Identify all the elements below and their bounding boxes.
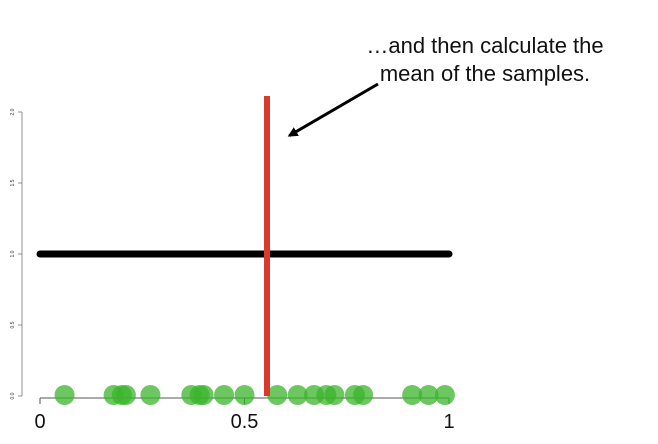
sample-point-14: [324, 385, 345, 405]
sample-point-19: [434, 385, 455, 405]
annotation-line-2: mean of the samples.: [379, 61, 591, 86]
sample-point-0: [54, 385, 75, 405]
x-tick-label-2: 1: [443, 411, 454, 433]
sample-point-10: [267, 385, 288, 405]
y-tick-label-4: 2.0: [10, 108, 16, 115]
y-tick-label-3: 1.5: [10, 179, 16, 186]
sample-point-7: [193, 385, 214, 405]
annotation-arrow: [287, 82, 379, 137]
y-tick-label-2: 1.0: [10, 250, 16, 257]
annotation-text: …and then calculate the mean of the samp…: [330, 32, 640, 88]
sample-point-17: [402, 385, 423, 405]
annotation-line-1: …and then calculate the: [366, 33, 604, 58]
x-tick-label-1: 0.5: [231, 411, 259, 433]
sample-point-9: [234, 385, 255, 405]
annotation-arrow-layer: [287, 82, 379, 137]
sample-point-11: [287, 385, 308, 405]
axes: 0 0.5 1 0.0 0.5 1.0 1.5 2.0: [10, 108, 455, 433]
sample-point-4: [140, 385, 161, 405]
y-tick-label-0: 0.0: [10, 392, 16, 399]
x-tick-label-0: 0: [34, 411, 45, 433]
y-tick-label-1: 0.5: [10, 321, 16, 328]
sample-point-8: [214, 385, 235, 405]
samples-layer: [54, 385, 455, 405]
sample-point-3: [115, 385, 136, 405]
sample-point-16: [353, 385, 374, 405]
sample-point-18: [418, 385, 439, 405]
